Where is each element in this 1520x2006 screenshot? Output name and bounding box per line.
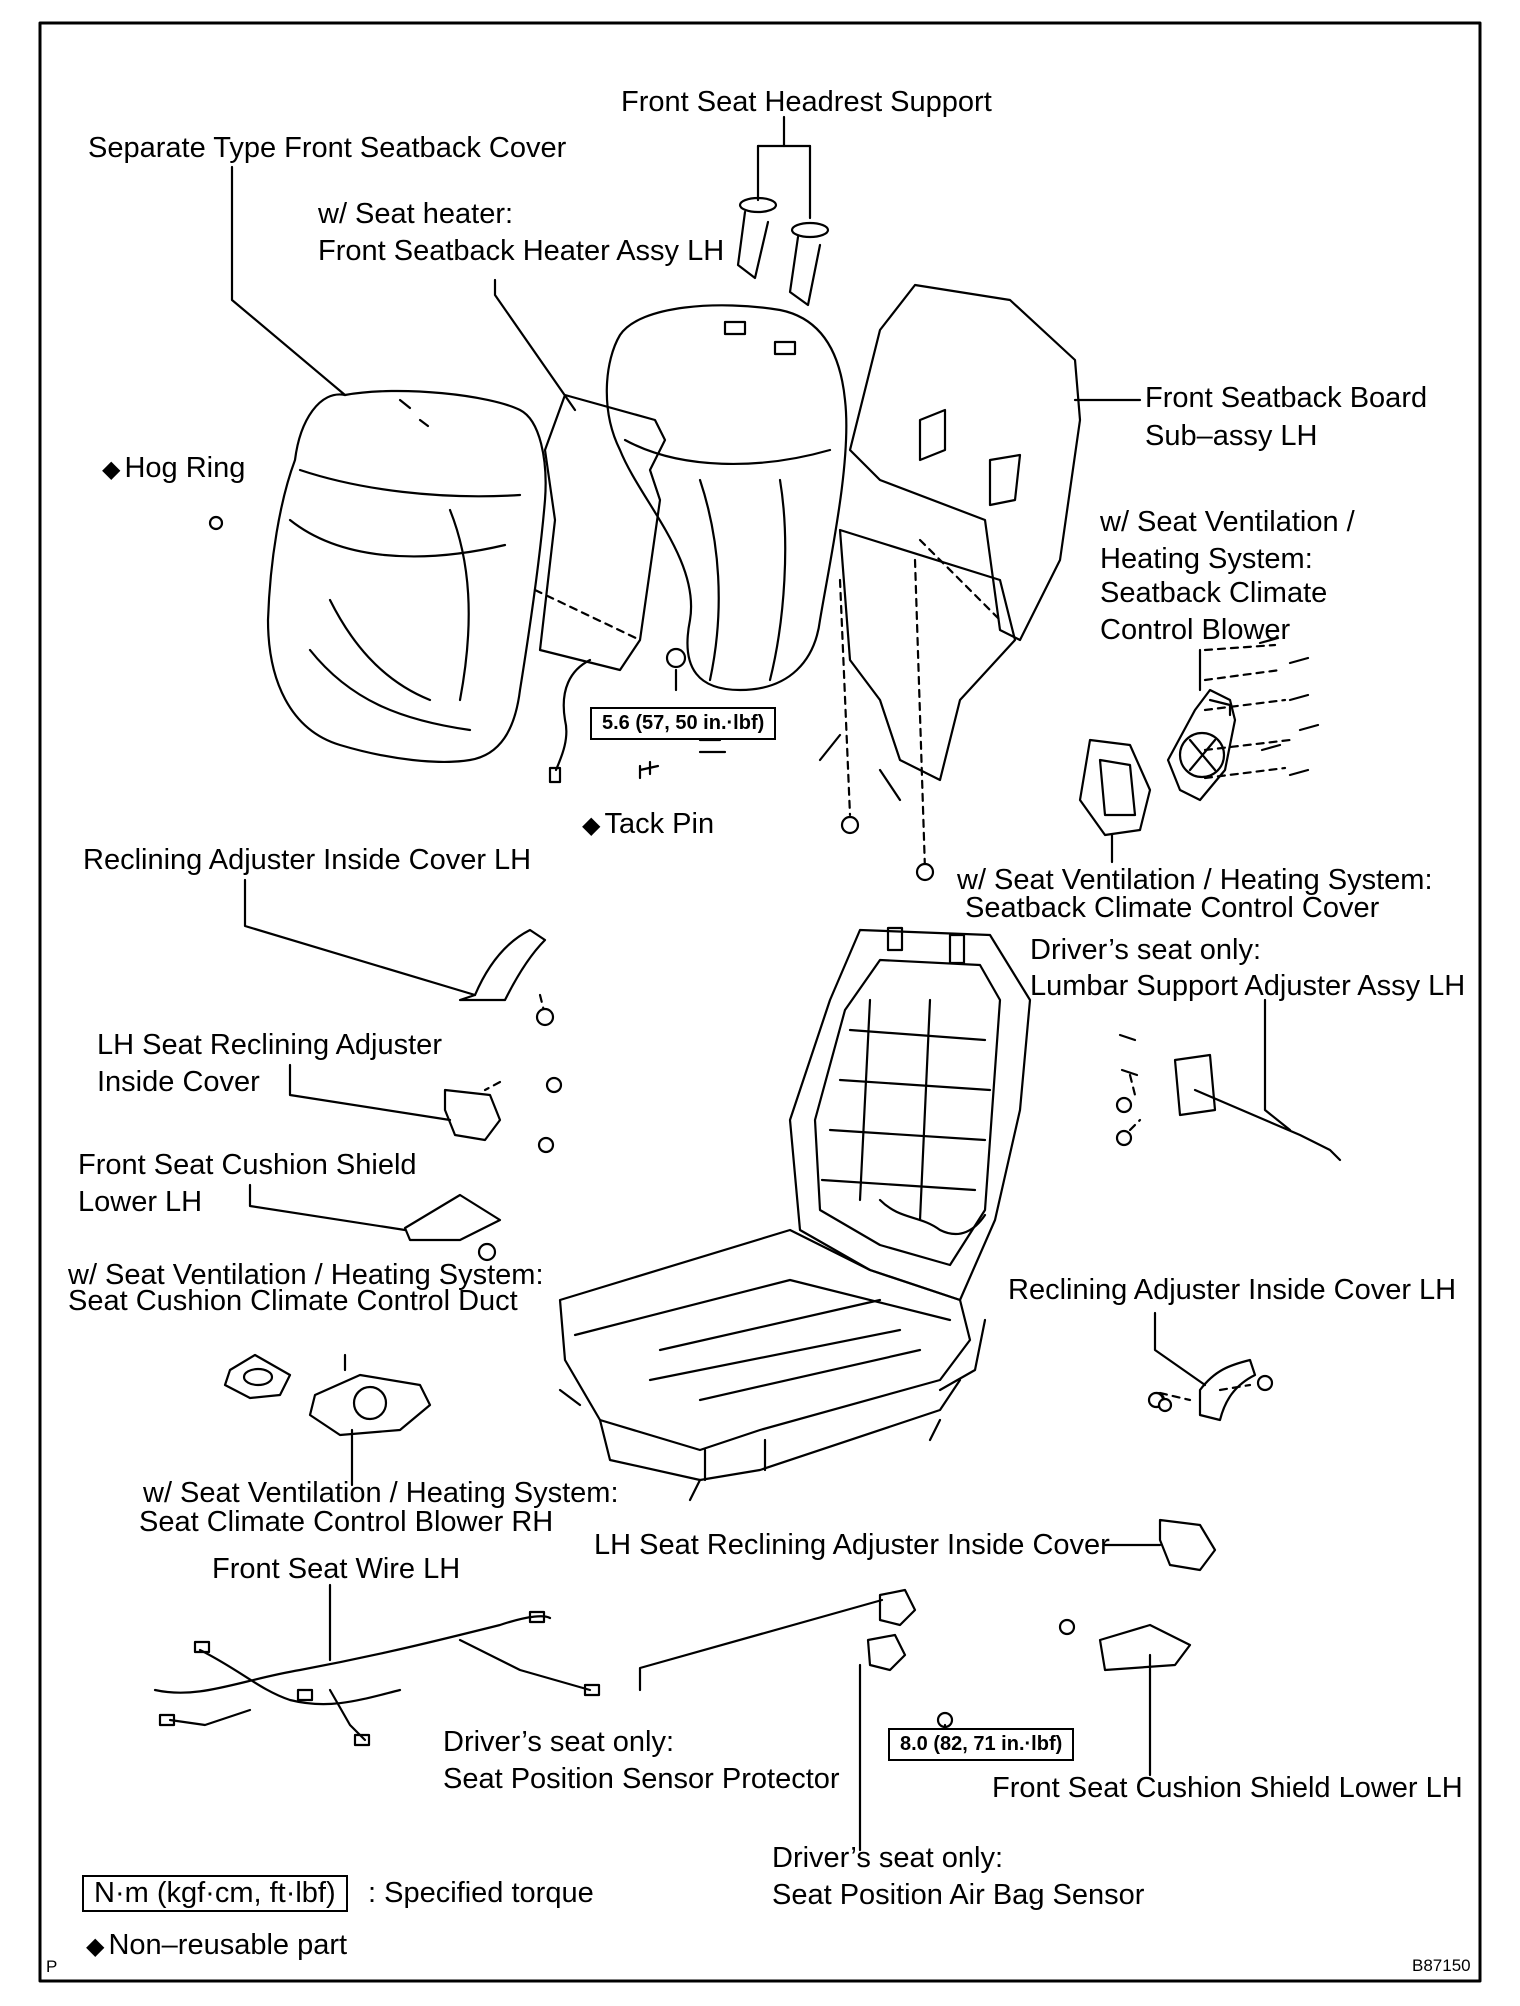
figure-code: B87150	[1412, 1956, 1471, 1975]
seatback-climate-blower-part	[1166, 648, 1237, 802]
front-seat-wire-part	[153, 1583, 601, 1747]
lh-reclining-adjuster-cover-right	[1103, 1518, 1217, 1572]
reclining-adjuster-cover-right	[1153, 1311, 1257, 1422]
blower-screws	[1258, 636, 1320, 777]
label-protector-1: Driver’s seat only:	[443, 1726, 675, 1758]
label-vent-blower-2: Heating System:	[1100, 543, 1313, 575]
label-board-line1: Front Seatback Board	[1145, 382, 1428, 414]
non-reusable-diamond-icon: ◆	[582, 812, 601, 839]
cushion-shield-lower-right	[1098, 1623, 1192, 1777]
seat-climate-blower-rh-part	[308, 1353, 432, 1487]
label-duct-2: Seat Cushion Climate Control Duct	[68, 1285, 518, 1317]
lh-reclining-adjuster-cover-left	[288, 1063, 502, 1142]
label-lh-recl-cover-2: Inside Cover	[97, 1066, 260, 1098]
label-lh-recl-cover-1: LH Seat Reclining Adjuster	[97, 1029, 442, 1061]
seatback-cover-part	[230, 165, 547, 763]
label-lumbar-1: Driver’s seat only:	[1030, 934, 1262, 966]
label-vent-blower-1: w/ Seat Ventilation /	[1100, 506, 1355, 538]
label-recl-cover-right: Reclining Adjuster Inside Cover LH	[1008, 1274, 1457, 1306]
non-reusable-diamond-icon: ◆	[102, 456, 121, 483]
label-protector-2: Seat Position Sensor Protector	[443, 1763, 840, 1795]
label-blower-rh-1: w/ Seat Ventilation / Heating System:	[143, 1477, 619, 1509]
reclining-adjuster-cover-upper	[243, 878, 547, 1002]
seatback-heater-part	[493, 278, 667, 784]
label-board-line2: Sub–assy LH	[1145, 420, 1318, 452]
label-heater-assy: Front Seatback Heater Assy LH	[318, 235, 725, 267]
label-airbag-sensor-1: Driver’s seat only:	[772, 1842, 1004, 1874]
label-vent-blower-4: Control Blower	[1100, 614, 1291, 646]
fasteners	[477, 647, 1274, 1729]
label-tack-pin: ◆Tack Pin	[582, 806, 714, 844]
seatback-board-part	[698, 283, 1142, 802]
airbag-sensor-part	[858, 1633, 907, 1852]
cushion-shield-lower-left	[248, 1183, 502, 1242]
label-headrest-support: Front Seat Headrest Support	[621, 86, 992, 118]
torque-leaders	[674, 668, 947, 1742]
corner-mark-left: P	[46, 1957, 58, 1976]
label-recl-cover-top: Reclining Adjuster Inside Cover LH	[83, 844, 532, 876]
label-heater-note: w/ Seat heater:	[318, 198, 514, 230]
headrest-support-part	[736, 115, 830, 307]
label-shield-lower-right: Front Seat Cushion Shield Lower LH	[992, 1772, 1463, 1804]
sensor-protector-part	[638, 1588, 917, 1692]
seat-frame-part	[558, 926, 1032, 1502]
cushion-climate-duct-part	[223, 1353, 292, 1400]
label-cushion-shield-2: Lower LH	[78, 1186, 203, 1218]
hog-ring-part	[208, 515, 224, 531]
label-vent-cover-2: Seatback Climate Control Cover	[965, 892, 1380, 924]
tack-pin-part	[638, 760, 660, 780]
label-hog-ring: ◆Hog Ring	[102, 450, 245, 488]
page-frame	[38, 21, 1482, 1983]
label-blower-rh-2: Seat Climate Control Blower RH	[139, 1506, 554, 1538]
label-cushion-shield-1: Front Seat Cushion Shield	[78, 1149, 417, 1181]
torque-box-2: 8.0 (82, 71 in.·lbf)	[888, 1728, 1075, 1761]
hog-ring-text: Hog Ring	[124, 452, 246, 484]
legend-unit-desc: : Specified torque	[368, 1877, 594, 1909]
legend-non-reusable: ◆Non–reusable part	[86, 1927, 347, 1965]
torque-box-1: 5.6 (57, 50 in.·lbf)	[590, 707, 777, 740]
label-vent-cover-1: w/ Seat Ventilation / Heating System:	[957, 864, 1433, 896]
label-lumbar-2: Lumbar Support Adjuster Assy LH	[1030, 970, 1466, 1002]
label-lh-recl-cover-right: LH Seat Reclining Adjuster Inside Cover	[594, 1529, 1110, 1561]
lumbar-support-part	[1118, 998, 1342, 1162]
label-duct-1: w/ Seat Ventilation / Heating System:	[68, 1259, 544, 1291]
non-reusable-diamond-icon: ◆	[86, 1933, 105, 1960]
label-wire: Front Seat Wire LH	[212, 1553, 461, 1585]
tack-pin-text: Tack Pin	[604, 808, 715, 840]
label-vent-blower-3: Seatback Climate	[1100, 577, 1328, 609]
seatback-climate-cover-part	[1078, 738, 1152, 864]
label-airbag-sensor-2: Seat Position Air Bag Sensor	[772, 1879, 1145, 1911]
legend-unit-box: N·m (kgf·cm, ft·lbf)	[82, 1875, 348, 1912]
legend-non-reusable-text: Non–reusable part	[108, 1929, 348, 1961]
seatback-pad-part	[605, 304, 848, 692]
label-seatback-cover: Separate Type Front Seatback Cover	[88, 132, 567, 164]
